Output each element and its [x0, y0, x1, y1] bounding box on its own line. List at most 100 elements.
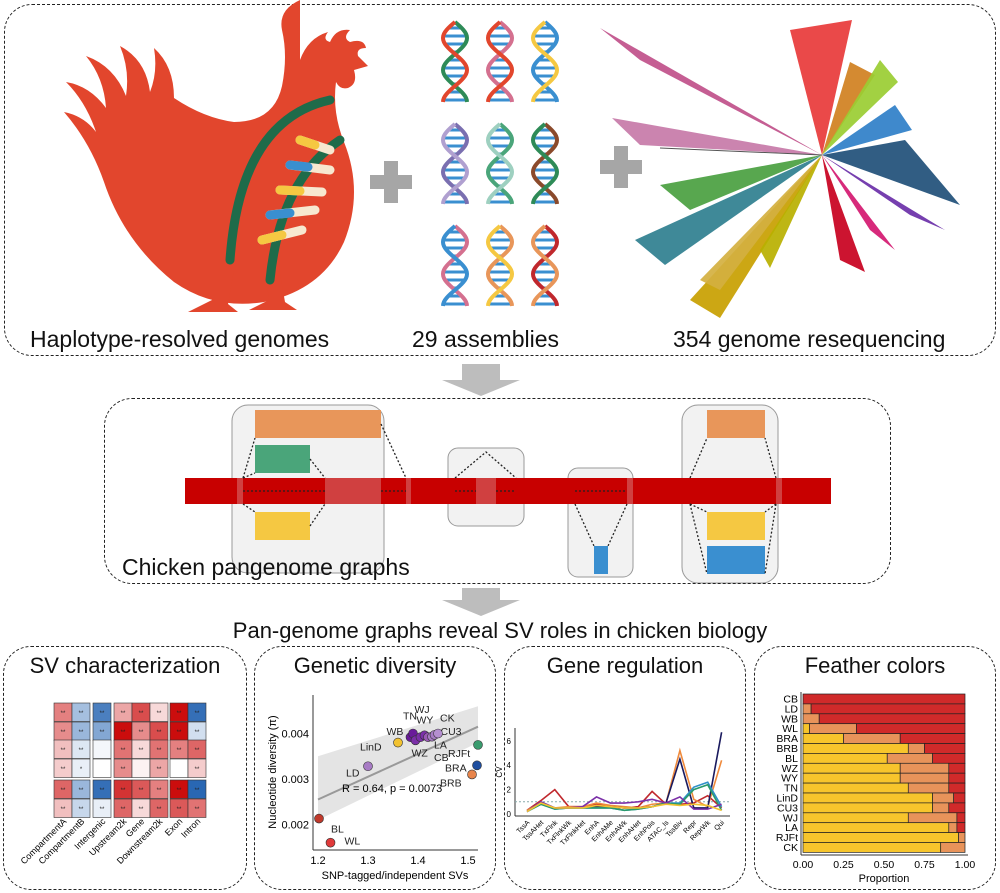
heatmap-cell [92, 758, 112, 778]
x-tick-label: 0.50 [874, 859, 895, 871]
category-label: CB [783, 694, 798, 706]
y-tick-label: 6 [507, 737, 512, 746]
point-label: LD [346, 767, 360, 779]
significance-label: ** [177, 748, 182, 754]
plus-icon [370, 161, 412, 203]
heatmap-cell [149, 739, 169, 759]
dna-strand [440, 20, 470, 103]
point-label: RJFt [448, 748, 470, 760]
scatter-point [325, 837, 336, 848]
sv-heatmap: ****************************************… [19, 702, 207, 866]
tree-clade [822, 155, 945, 230]
x-axis-label: Proportion [859, 873, 910, 885]
rooster-illustration [64, 0, 368, 312]
tree-clade [822, 155, 895, 250]
pangenome-graph [185, 404, 831, 584]
dna-icon [485, 224, 515, 307]
point-label: WB [387, 726, 404, 738]
dna-strand [530, 20, 560, 103]
significance-label: ** [195, 767, 200, 773]
dna-icon [440, 122, 470, 205]
category-label: WY [781, 773, 798, 785]
significance-label: ** [79, 730, 84, 736]
point-label: WJ [415, 704, 430, 716]
significance-label: ** [79, 711, 84, 717]
top-panel [4, 4, 996, 356]
category-label: WL [782, 723, 798, 735]
scatter-point [363, 761, 373, 772]
scatter-point [473, 740, 483, 750]
panel-title: SV characterization [29, 653, 221, 678]
y-tick-label: 0 [507, 810, 512, 819]
significance-label: ** [121, 730, 126, 736]
panel-diversity: Genetic diversity [254, 646, 496, 890]
middle-panel [104, 398, 891, 584]
point-label: BRA [445, 762, 467, 774]
point-label: LinD [360, 742, 382, 754]
tree-clade [760, 155, 822, 268]
dna-strand [440, 224, 470, 307]
significance-label: * [80, 767, 83, 773]
significance-label: ** [79, 788, 84, 794]
significance-label: ** [157, 748, 162, 754]
significance-label: ** [177, 807, 182, 813]
category-label: WJ [783, 812, 798, 824]
down-arrow-icon [442, 364, 520, 396]
significance-label: ** [61, 730, 66, 736]
category-label: CU3 [777, 802, 798, 814]
dna-icon [530, 122, 560, 205]
significance-label: ** [100, 730, 105, 736]
dna-strand [440, 122, 470, 205]
dna-strand [530, 224, 560, 307]
y-tick-label: 0.002 [281, 820, 309, 832]
point-label: WY [417, 714, 434, 726]
panel-regulation: Gene regulation [504, 646, 746, 890]
x-axis-label: SNP-tagged/independent SVs [322, 870, 469, 882]
point-label: TN [403, 711, 417, 723]
label-resequencing: 354 genome resequencing [673, 326, 946, 352]
significance-label: ** [121, 807, 126, 813]
significance-label: ** [177, 711, 182, 717]
correlation-annotation: R = 0.64, p = 0.0073 [342, 783, 442, 795]
heatmap-cell [149, 758, 169, 778]
heatmap-cell [187, 798, 207, 818]
dna-strand [530, 20, 560, 103]
category-label: LD [785, 703, 799, 715]
significance-label: ** [61, 807, 66, 813]
category-label: WB [781, 713, 798, 725]
category-label: BL [785, 753, 798, 765]
tree-clade [635, 155, 822, 265]
significance-label: ** [100, 807, 105, 813]
heatmap-cell [71, 758, 91, 778]
heatmap-cell [71, 739, 91, 759]
dna-strand [485, 122, 515, 205]
y-axis-label: CV [495, 766, 504, 778]
category-label: BRB [776, 743, 798, 755]
tree-clade [822, 105, 912, 155]
category-label: LA [785, 822, 798, 834]
category-label: TN [784, 783, 798, 795]
x-tick-label: 1.4 [410, 855, 425, 867]
significance-label: ** [121, 711, 126, 717]
dna-strand [440, 122, 470, 205]
panel-feather: Feather colors [754, 646, 996, 890]
plus-icon [600, 146, 642, 188]
y-tick-label: 4 [507, 761, 512, 770]
y-tick-label: 0.003 [281, 774, 309, 786]
dna-icon [485, 20, 515, 103]
heatmap-cell [92, 739, 112, 759]
tree-clade [600, 28, 822, 155]
headline: Pan-genome graphs reveal SV roles in chi… [232, 618, 768, 643]
scatter-point [433, 728, 443, 739]
significance-label: ** [139, 711, 144, 717]
significance-label: ** [195, 748, 200, 754]
heatmap-cell [187, 758, 207, 778]
heatmap-cell [71, 798, 91, 818]
heatmap-cell [149, 779, 169, 799]
significance-label: ** [139, 807, 144, 813]
category-label: LinD [776, 793, 798, 805]
panel-title: Gene regulation [546, 653, 704, 678]
heatmap-cell [92, 798, 112, 818]
heatmap-cell [92, 702, 112, 722]
